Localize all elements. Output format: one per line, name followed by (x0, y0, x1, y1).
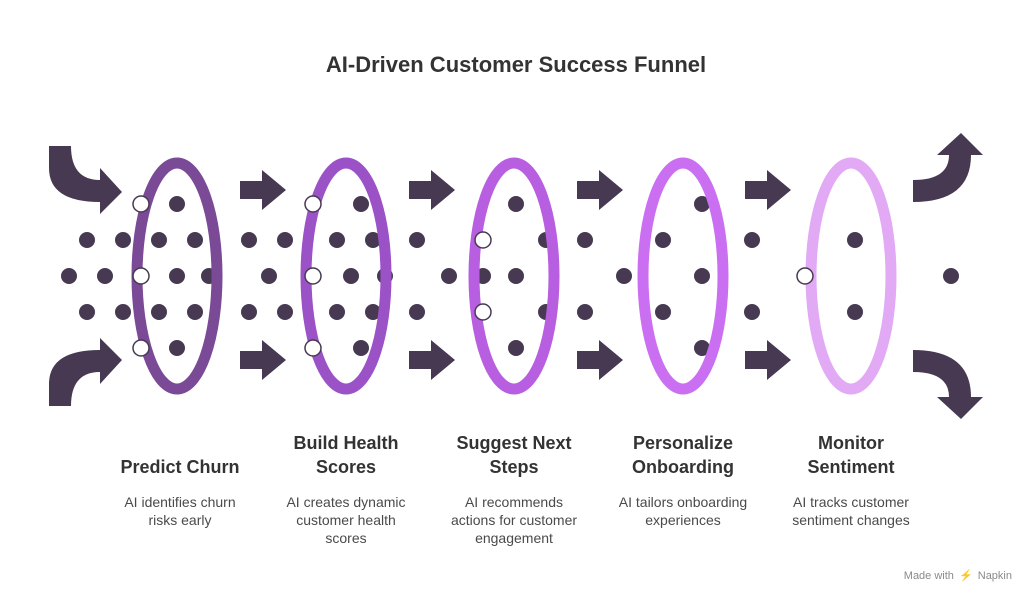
right-arrow-icon (745, 340, 791, 380)
particle-dot (441, 268, 457, 284)
particle-dot (365, 304, 381, 320)
curved-inlet-arrow-icon (49, 338, 122, 406)
particle-dot (169, 268, 185, 284)
particle-dot (655, 304, 671, 320)
particle-dot (115, 232, 131, 248)
particle-dot (353, 196, 369, 212)
stage-4-description: AI tailors onboarding experiences (618, 494, 748, 528)
stage-4-title: Personalize Onboarding (632, 433, 734, 477)
stage-1-description: AI identifies churn risks early (124, 494, 236, 528)
stage-5-description: AI tracks customer sentiment changes (792, 494, 910, 528)
particle-dot (115, 304, 131, 320)
particle-dot (277, 232, 293, 248)
particle-dot (847, 304, 863, 320)
particle-dot (694, 268, 710, 284)
particle-dot (694, 340, 710, 356)
particle-dot (409, 232, 425, 248)
particle-dot (744, 232, 760, 248)
curved-outlet-arrow-icon (913, 350, 983, 419)
stage-3-description: AI recommends actions for customer engag… (450, 494, 578, 546)
right-arrow-icon (577, 340, 623, 380)
particle-dot (169, 340, 185, 356)
particle-dot (277, 304, 293, 320)
particle-dot-hollow (132, 195, 150, 213)
particle-dot (744, 304, 760, 320)
particle-dot (616, 268, 632, 284)
right-arrow-icon (745, 170, 791, 210)
particle-dot (79, 304, 95, 320)
particle-dot (187, 232, 203, 248)
right-arrow-icon (240, 170, 286, 210)
particle-dot (261, 268, 277, 284)
particle-dot (943, 268, 959, 284)
particle-dot (508, 340, 524, 356)
particle-dot (151, 232, 167, 248)
napkin-logo-icon: ⚡ (958, 570, 973, 582)
particle-dot (353, 340, 369, 356)
watermark: Made with ⚡ Napkin (904, 569, 1012, 582)
stage-5-ring (805, 157, 897, 395)
watermark-prefix: Made with (903, 570, 954, 582)
particle-dot (508, 196, 524, 212)
particle-dot (694, 196, 710, 212)
right-arrow-icon (409, 170, 455, 210)
particle-dot (365, 232, 381, 248)
particle-dot (241, 232, 257, 248)
particle-dot-hollow (304, 339, 322, 357)
right-arrow-icon (240, 340, 286, 380)
stage-5-title: Monitor Sentiment (807, 433, 895, 477)
particle-dot (79, 232, 95, 248)
particle-dot (577, 232, 593, 248)
stage-3-text: Suggest Next Steps AI recommends actions… (429, 431, 599, 547)
particle-dot-hollow (474, 231, 492, 249)
stage-5-text: Monitor Sentiment AI tracks customer sen… (766, 431, 936, 529)
right-arrow-icon (577, 170, 623, 210)
particle-dot (847, 232, 863, 248)
particle-dot (508, 268, 524, 284)
watermark-brand: Napkin (977, 570, 1012, 582)
particle-dot (329, 304, 345, 320)
particle-dot-hollow (304, 267, 322, 285)
stage-1-text: Predict Churn AI identifies churn risks … (95, 455, 265, 529)
stage-3-title: Suggest Next Steps (456, 433, 572, 477)
stage-2-description: AI creates dynamic customer health score… (286, 494, 406, 546)
curved-inlet-arrow-icon (49, 146, 122, 214)
stage-4-ring (637, 157, 729, 395)
particle-dot (97, 268, 113, 284)
particle-dot (169, 196, 185, 212)
particle-dot (409, 304, 425, 320)
particle-dot (577, 304, 593, 320)
stage-1-title: Predict Churn (120, 457, 240, 477)
particle-dot (343, 268, 359, 284)
particle-dot (241, 304, 257, 320)
particle-dot (655, 232, 671, 248)
stage-3-ring (468, 157, 560, 395)
particle-dot-hollow (132, 267, 150, 285)
stage-2-text: Build Health Scores AI creates dynamic c… (261, 431, 431, 547)
stage-4-text: Personalize Onboarding AI tailors onboar… (598, 431, 768, 529)
curved-outlet-arrow-icon (913, 133, 983, 202)
particle-dot-hollow (304, 195, 322, 213)
particle-dot (151, 304, 167, 320)
particle-dot (61, 268, 77, 284)
stage-2-title: Build Health Scores (293, 433, 399, 477)
page-title: AI-Driven Customer Success Funnel (325, 52, 707, 77)
right-arrow-icon (409, 340, 455, 380)
particle-dot (329, 232, 345, 248)
particle-dot-hollow (474, 303, 492, 321)
particle-dot-hollow (132, 339, 150, 357)
particle-dot-hollow (796, 267, 814, 285)
particle-dot (187, 304, 203, 320)
